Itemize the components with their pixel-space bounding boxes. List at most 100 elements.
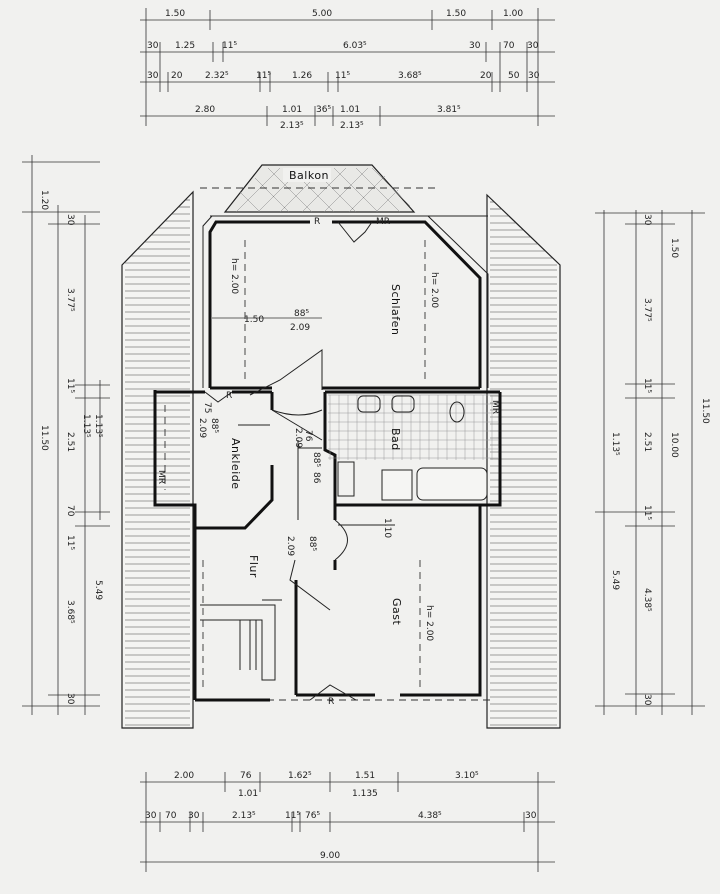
dim-right-8: 11.50 [700, 398, 710, 424]
dim-right-7: 10.00 [669, 432, 679, 458]
dim-left-6: 1.13⁵ [81, 414, 91, 438]
dim-r2-2: 1.25 [175, 41, 195, 51]
idim-13: 88⁵ [307, 536, 317, 551]
r-label-3: R [226, 391, 232, 401]
dim-bot-5: 3.10⁵ [455, 771, 479, 781]
roof-slope-right [486, 193, 561, 729]
dim-r3-2: 20 [171, 71, 183, 81]
height-guest: h= 2.00 [424, 605, 434, 641]
dim-right-9: 11⁵ [642, 505, 652, 520]
dim-top-1: 1.50 [165, 9, 185, 19]
idim-10: 86 [311, 472, 321, 484]
dim-r4-4: 1.01 [340, 105, 360, 115]
toilet [449, 401, 465, 423]
dim-r4-5: 3.81⁵ [437, 105, 461, 115]
dim-left-4: 11⁵ [65, 378, 75, 393]
dim-right-3: 3.77⁵ [642, 298, 652, 322]
idim-5: 88⁵ [209, 418, 219, 433]
dim-r3-10: 30 [528, 71, 540, 81]
mr-label-2: MR [490, 400, 500, 414]
room-label-hall: Flur [247, 555, 260, 578]
dim-right-6: 2.51 [642, 432, 652, 452]
dim-left-11: 5.49 [93, 580, 103, 600]
dim-r3-1: 30 [147, 71, 159, 81]
dim-left-13: 30 [65, 693, 75, 705]
shower-tray [381, 469, 413, 501]
dim-left-12: 3.68⁵ [65, 600, 75, 624]
room-label-bath: Bad [389, 428, 402, 451]
mr-label-3: MR [376, 217, 390, 227]
r-label-1: R [314, 217, 320, 227]
dim-r4-2: 1.01 [282, 105, 302, 115]
dim-r4b-2: 2.13⁵ [340, 121, 364, 131]
idim-7: 76 [303, 430, 313, 442]
dim-r3-6: 11⁵ [335, 71, 350, 81]
dim-r3-9: 50 [508, 71, 520, 81]
dim-bot-7: 1.135 [352, 789, 378, 799]
dim-bot-6: 1.01 [238, 789, 258, 799]
dim-right-1: 30 [642, 214, 652, 226]
mr-label-1: MR [156, 470, 166, 484]
bottom-dimensions: 2.00 76 1.62⁵ 1.51 3.10⁵ 1.01 1.135 30 7… [140, 771, 555, 872]
dim-left-1: 1.20 [39, 190, 49, 210]
dim-r3-3: 2.32⁵ [205, 71, 229, 81]
dim-right-11: 4.38⁵ [642, 588, 652, 612]
dim-r3-4: 11⁵ [256, 71, 271, 81]
room-label-dressing: Ankleide [229, 438, 242, 490]
room-label-balcony: Balkon [289, 169, 329, 182]
dim-r2-3: 11⁵ [222, 41, 237, 51]
height-bedroom-b: h= 2.00 [429, 272, 439, 308]
walls [153, 215, 502, 702]
bathtub [416, 467, 488, 501]
dim-bot-2: 76 [240, 771, 252, 781]
idim-8: 2.09 [293, 428, 303, 448]
dim-bot-4: 1.51 [355, 771, 375, 781]
height-lines [164, 240, 426, 690]
dim-right-5: 1.13⁵ [610, 432, 620, 456]
dim-top-3: 1.50 [446, 9, 466, 19]
height-bedroom-a: h= 2.00 [229, 258, 239, 294]
door-swings [204, 221, 373, 701]
dim-bot-3: 1.62⁵ [288, 771, 312, 781]
dim-bot-r2-7: 4.38⁵ [418, 811, 442, 821]
dim-bot-total: 9.00 [320, 851, 340, 861]
sink-2 [391, 395, 415, 413]
dim-r2-7: 30 [527, 41, 539, 51]
dim-r4-3: 36⁵ [316, 105, 331, 115]
axis-lines [238, 349, 395, 611]
dim-left-3: 3.77⁵ [65, 288, 75, 312]
dim-r4-1: 2.80 [195, 105, 215, 115]
dim-bot-r2-6: 76⁵ [305, 811, 320, 821]
dim-right-2: 1.50 [669, 238, 679, 258]
left-dimensions: 1.20 30 3.77⁵ 11⁵ 1.13⁵ 1.13⁵ 2.51 11.50… [22, 155, 110, 715]
right-dimensions: 30 1.50 3.77⁵ 11⁵ 1.13⁵ 2.51 10.00 11.50… [595, 210, 710, 715]
dim-bot-r2-5: 11⁵ [285, 811, 300, 821]
interior-dimensions: 1.50 88⁵ 2.09 75 88⁵ 2.09 76 2.09 88⁵ 86… [156, 217, 500, 707]
idim-6: 2.09 [197, 418, 207, 438]
dim-r2-4: 6.03⁵ [343, 41, 367, 51]
dim-r3-8: 20 [480, 71, 492, 81]
cabinet [337, 461, 355, 497]
idim-4: 75 [202, 402, 212, 413]
dim-left-7: 2.51 [65, 432, 75, 452]
dim-r3-7: 3.68⁵ [398, 71, 422, 81]
dim-bot-1: 2.00 [174, 771, 194, 781]
dim-left-5: 1.13⁵ [93, 414, 103, 438]
bath-fixtures [328, 394, 498, 501]
room-label-guest: Gast [390, 598, 403, 625]
dim-left-2: 30 [65, 214, 75, 226]
dim-bot-r2-1: 30 [145, 811, 157, 821]
dim-bot-r2-3: 30 [188, 811, 200, 821]
dim-bot-r2-2: 70 [165, 811, 177, 821]
dim-bot-r2-4: 2.13⁵ [232, 811, 256, 821]
dim-left-9: 70 [65, 505, 75, 517]
dim-left-8: 11.50 [39, 425, 49, 451]
top-dimensions: 1.50 5.00 1.50 1.00 30 1.25 11⁵ 6.03⁵ 30… [140, 8, 555, 131]
dim-right-10: 5.49 [610, 570, 620, 590]
balcony: Balkon [223, 164, 416, 213]
idim-9: 88⁵ [311, 452, 321, 467]
stairs [200, 599, 282, 681]
dim-right-4: 11⁵ [642, 378, 652, 393]
dim-right-12: 30 [642, 694, 652, 706]
